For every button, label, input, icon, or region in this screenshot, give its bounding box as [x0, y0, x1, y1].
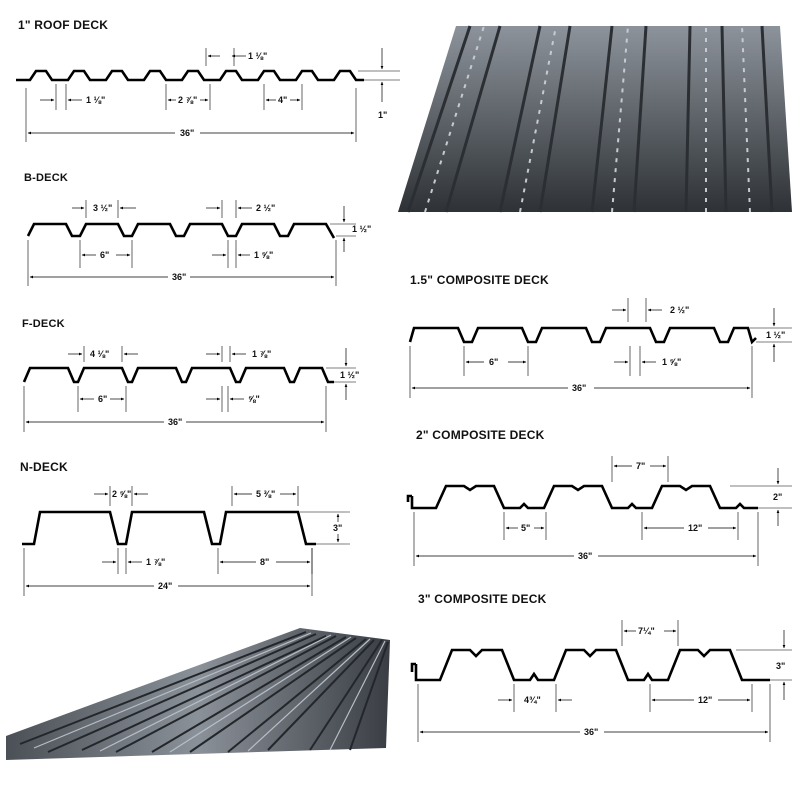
roof-bot3-label: 4" — [278, 95, 287, 105]
n-bot2-label: 8" — [260, 557, 269, 567]
composite-15-profile — [408, 326, 757, 345]
b-deck-title: B-DECK — [24, 172, 68, 184]
composite-2-lip — [406, 494, 412, 502]
b-deck-diagram: 3 ½" 2 ½" 6" 1 ⅝" 36" 1 ½" — [26, 200, 371, 286]
roof-top-dim-label: 1 ⅛" — [248, 51, 267, 61]
roof-deck-diagram: 1 ⅛" 1 ⅛" 2 ⅞" 4" 36" 1" — [16, 48, 400, 142]
f-top2-label: 1 ⅞" — [252, 349, 271, 359]
b-bot2-label: 1 ⅝" — [254, 250, 273, 260]
b-width-label: 36" — [172, 272, 186, 282]
c15-bot1-label: 6" — [489, 357, 498, 367]
roof-bot1-label: 1 ⅛" — [86, 95, 105, 105]
c15-height-label: 1 ½" — [766, 330, 785, 340]
n-width-label: 24" — [158, 581, 172, 591]
f-bot1-label: 6" — [98, 394, 107, 404]
c15-bot2-label: 1 ⅝" — [662, 357, 681, 367]
roof-deck-profile — [16, 69, 364, 82]
f-deck-diagram: 4 ⅛" 1 ⅞" 6" ⅝" 36" 1 ½" — [22, 346, 359, 432]
composite-15-diagram: 2 ½" 6" 1 ⅝" 36" 1 ½" — [408, 298, 792, 398]
composite-2-profile — [410, 484, 758, 510]
composite-15-title: 1.5" COMPOSITE DECK — [410, 273, 549, 287]
c3-width-label: 36" — [584, 727, 598, 737]
composite-3-lip — [410, 662, 416, 672]
n-deck-diagram: 2 ⅝" 5 ⅜" 1 ⅞" 8" 24" 3" — [22, 486, 350, 596]
deck-panel-photo-top — [398, 26, 792, 212]
n-top2-label: 5 ⅜" — [256, 489, 275, 499]
composite-2-title: 2" COMPOSITE DECK — [416, 428, 545, 442]
n-deck-profile — [22, 510, 316, 546]
c2-height-label: 2" — [773, 492, 782, 502]
composite-3-diagram: 7¼" 4¾" 12" 36" 3" — [410, 620, 792, 742]
b-deck-profile — [26, 222, 336, 239]
roof-deck-photo — [6, 628, 390, 760]
f-width-label: 36" — [168, 417, 182, 427]
n-height-label: 3" — [333, 523, 342, 533]
b-top2-label: 2 ½" — [256, 203, 275, 213]
f-height-label: 1 ½" — [340, 370, 359, 380]
f-deck-title: F-DECK — [22, 318, 65, 330]
c3-top-label: 7¼" — [638, 626, 655, 636]
c15-top-label: 2 ½" — [670, 305, 689, 315]
c2-width-label: 36" — [578, 551, 592, 561]
c2-bot2-label: 12" — [688, 523, 702, 533]
deck-sheet-photo — [6, 628, 390, 760]
roof-width-label: 36" — [180, 128, 194, 138]
b-bot1-label: 6" — [100, 250, 109, 260]
composite-3-profile — [414, 648, 770, 682]
n-bot1-label: 1 ⅞" — [146, 557, 165, 567]
roof-deck-title: 1" ROOF DECK — [18, 18, 109, 32]
c3-height-label: 3" — [776, 661, 785, 671]
roof-height-label: 1" — [378, 110, 387, 120]
n-top1-label: 2 ⅝" — [112, 489, 131, 499]
c2-bot1-label: 5" — [521, 523, 530, 533]
c15-width-label: 36" — [572, 383, 586, 393]
n-deck-title: N-DECK — [20, 460, 68, 474]
composite-2-diagram: 7" 5" 12" 36" 2" — [406, 456, 792, 566]
c2-top-label: 7" — [636, 461, 645, 471]
b-top1-label: 3 ½" — [93, 203, 112, 213]
f-bot2-label: ⅝" — [248, 394, 260, 404]
b-height-label: 1 ½" — [352, 224, 371, 234]
composite-deck-photo — [398, 25, 792, 213]
f-top1-label: 4 ⅛" — [90, 349, 109, 359]
roof-bot2-label: 2 ⅞" — [178, 95, 197, 105]
c3-bot2-label: 12" — [698, 695, 712, 705]
c3-bot1-label: 4¾" — [524, 695, 541, 705]
composite-3-title: 3" COMPOSITE DECK — [418, 592, 547, 606]
f-deck-profile — [22, 366, 334, 384]
